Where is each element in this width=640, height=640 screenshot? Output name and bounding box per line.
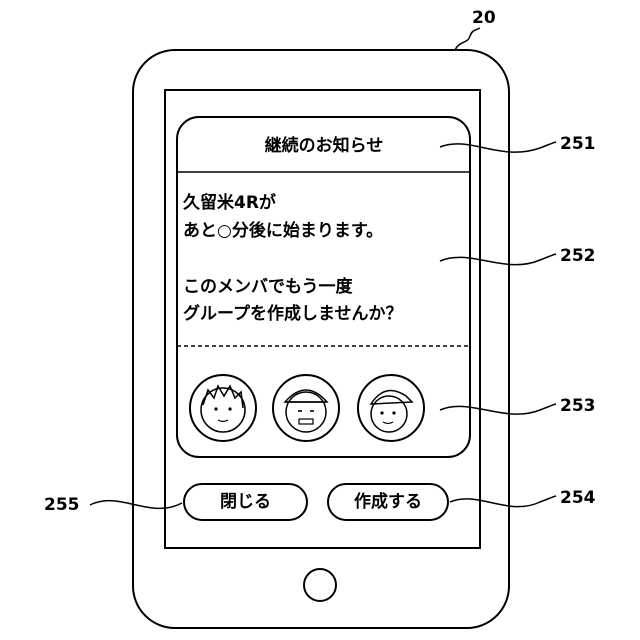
create-group-button[interactable]: 作成する (328, 484, 448, 520)
ref-numeral-251: 251 (560, 136, 596, 153)
member-avatar-2[interactable] (273, 375, 339, 441)
message-line-1: 久留米4Rが (183, 192, 276, 214)
leader-line-252 (440, 254, 556, 265)
member-avatar-3[interactable] (358, 375, 424, 441)
ref-numeral-252: 252 (560, 248, 596, 265)
close-button[interactable]: 閉じる (184, 484, 307, 520)
leader-line-20 (455, 28, 480, 50)
ref-numeral-20: 20 (472, 10, 496, 27)
home-button[interactable] (304, 569, 336, 601)
message-line-5: グループを作成しませんか？ (183, 303, 402, 325)
notification-title: 継続のお知らせ (178, 130, 470, 162)
message-line-4: このメンバでもう一度 (183, 276, 353, 298)
ref-numeral-255: 255 (44, 497, 80, 514)
leader-line-254 (450, 496, 556, 507)
ref-numeral-254: 254 (560, 490, 596, 507)
leader-line-253 (440, 404, 556, 414)
ref-numeral-253: 253 (560, 398, 596, 415)
leader-line-255 (90, 501, 182, 509)
member-avatar-1[interactable] (190, 375, 256, 441)
message-line-2: あと○分後に始まります。 (183, 220, 383, 242)
